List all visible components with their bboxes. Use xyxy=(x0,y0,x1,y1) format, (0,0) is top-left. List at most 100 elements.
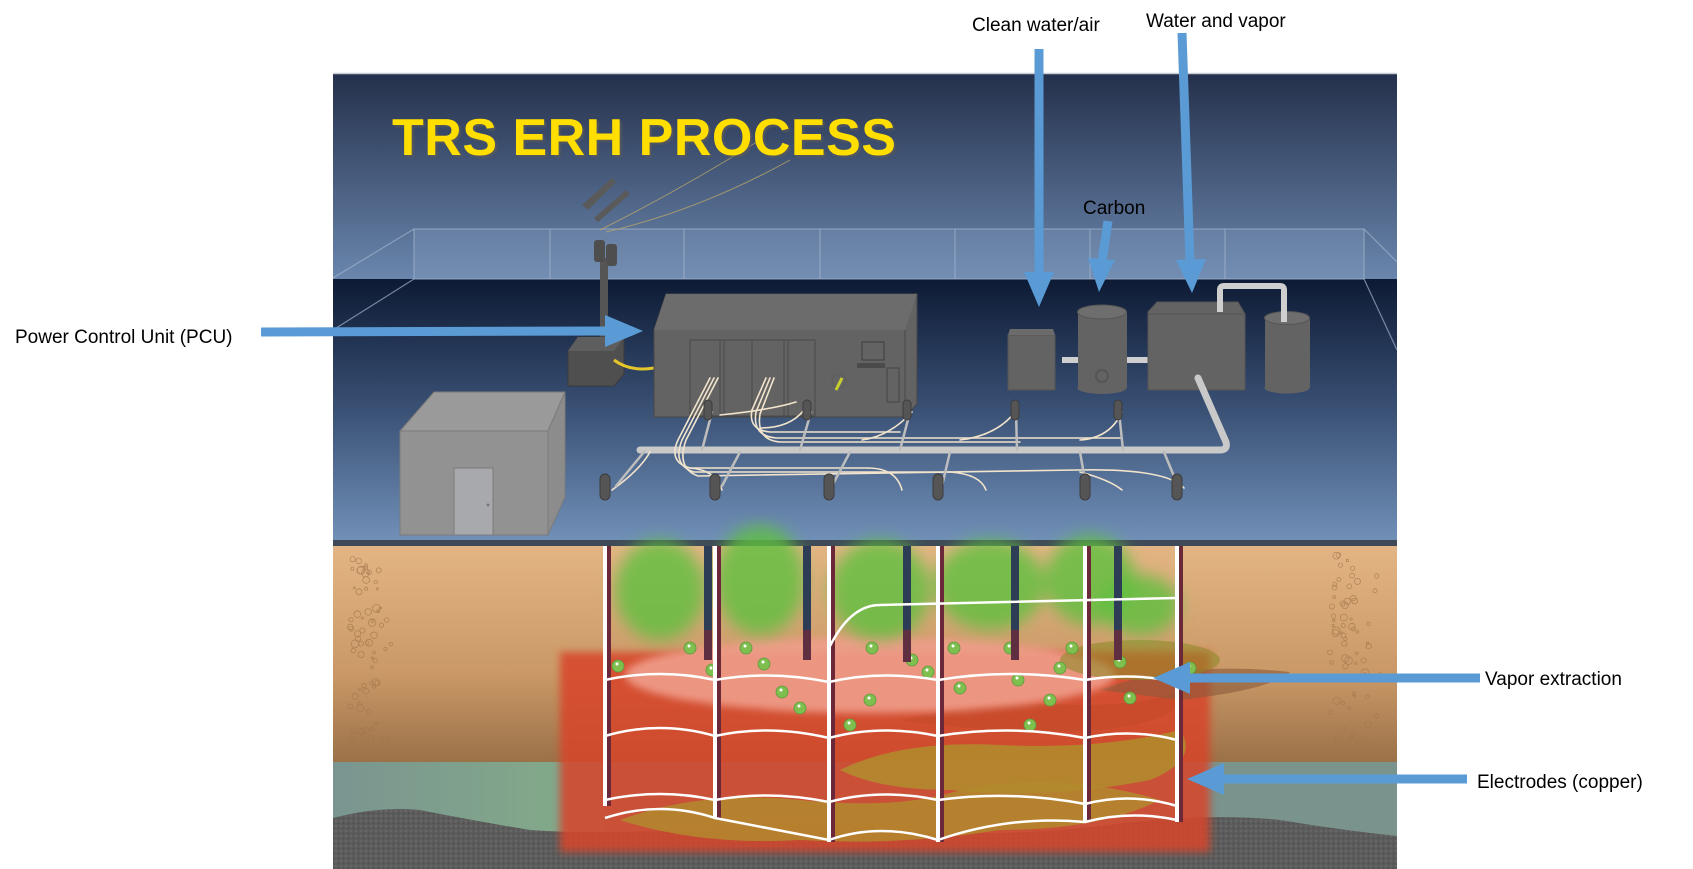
vapor-well-screen xyxy=(704,630,712,660)
soil-pebble xyxy=(1330,613,1337,619)
electrode-copper-edge xyxy=(1087,546,1091,822)
soil-pebble xyxy=(348,625,355,632)
soil-pebble xyxy=(374,679,381,687)
electrode xyxy=(936,546,940,842)
label-water-and-vapor: Water and vapor xyxy=(1146,11,1286,32)
electrode-copper-edge xyxy=(831,546,835,842)
soil-pebble xyxy=(1332,696,1341,705)
vapor-plume xyxy=(715,525,805,635)
soil-pebble xyxy=(1341,654,1350,663)
vapor-extraction-well xyxy=(803,546,811,660)
vapor-bubble xyxy=(1123,691,1137,705)
soil-pebble xyxy=(372,657,378,664)
soil-pebble xyxy=(1327,649,1333,656)
sky xyxy=(333,72,1397,279)
soil-pebble xyxy=(1353,577,1361,585)
carbon-arrowhead xyxy=(1088,258,1115,292)
bubble-highlight xyxy=(1007,644,1011,648)
soil-pebble xyxy=(357,651,365,659)
soil-pebble xyxy=(1331,584,1338,591)
vapor-wellheads xyxy=(703,399,1123,421)
soil-pebble xyxy=(352,586,356,590)
electrode-wellhead xyxy=(709,473,721,501)
soil-pebble xyxy=(1371,742,1377,748)
vapor-extraction-well xyxy=(1114,546,1122,660)
soil-pebble xyxy=(1332,626,1341,635)
electrode xyxy=(603,546,607,806)
soil-pebble xyxy=(375,587,379,591)
soil-pebble xyxy=(356,704,365,713)
bubble-highlight xyxy=(743,644,747,648)
soil-pebble xyxy=(367,735,374,742)
bubble-highlight xyxy=(709,666,713,670)
soil-pebble xyxy=(349,731,357,739)
vapor-well-screen xyxy=(903,630,911,662)
piping-manifold xyxy=(611,374,1230,491)
soil-pebble xyxy=(354,635,362,642)
soil-pebble xyxy=(1348,622,1356,631)
electrode-copper-edge xyxy=(607,546,611,806)
soil-pebble xyxy=(1336,577,1342,582)
soil-pebble xyxy=(361,682,367,689)
bubble-highlight xyxy=(1069,644,1073,648)
vapor-bubble xyxy=(757,657,771,671)
vapor-bubble xyxy=(739,641,753,655)
soil-pebble xyxy=(348,617,354,623)
pcu-arrowhead xyxy=(605,315,643,347)
soil-pebble xyxy=(1360,737,1366,743)
soil-pebble xyxy=(1349,617,1353,621)
bubble-highlight xyxy=(1057,664,1061,668)
vapor-bubble xyxy=(863,693,877,707)
soil-pebble xyxy=(1342,726,1347,730)
electrode-cables xyxy=(604,596,1178,842)
soil-pebble xyxy=(1332,595,1336,599)
bubble-highlight xyxy=(1027,721,1031,725)
building xyxy=(398,391,566,536)
bubble-highlight xyxy=(925,668,929,672)
soil-pebble xyxy=(371,603,381,613)
soil-pebble xyxy=(355,557,362,565)
soil-pebble xyxy=(347,703,354,710)
electrode-wellheads xyxy=(599,473,1183,501)
vapor-bubble xyxy=(1023,718,1037,732)
vapor-bubble xyxy=(793,701,807,715)
soil-pebble xyxy=(1346,583,1353,590)
soil-pebble xyxy=(1339,600,1346,607)
soil-pebble xyxy=(370,631,378,639)
soil-pebble xyxy=(375,567,382,574)
soil-pebble xyxy=(350,647,356,654)
soil-pebble xyxy=(1340,631,1344,635)
soil-pebble xyxy=(364,640,370,646)
soil-pebble xyxy=(1340,746,1349,755)
soil-pebble xyxy=(1329,660,1334,665)
vapor-bubble xyxy=(1043,693,1057,707)
vapor-extraction-well xyxy=(704,546,712,660)
soil-pebble xyxy=(357,727,365,736)
soil-pebble xyxy=(362,726,369,733)
soil-pebble xyxy=(1329,603,1335,610)
soil-pebble xyxy=(384,617,390,623)
soil-pebble xyxy=(383,646,388,652)
soil-pebble xyxy=(1351,626,1356,632)
clean-water-arrowhead xyxy=(1024,272,1054,307)
vapor-wellhead xyxy=(1113,399,1123,421)
soil-pebble xyxy=(1351,691,1356,696)
soil-pebble xyxy=(1347,706,1352,710)
soil-pebble xyxy=(351,738,356,743)
electrode-wellhead xyxy=(932,473,944,501)
soil-pebble xyxy=(1352,743,1361,752)
electrode-copper-edge xyxy=(940,546,944,842)
soil-pebble xyxy=(1350,565,1356,571)
soil-pebble xyxy=(1350,736,1354,740)
soil-pebble xyxy=(1365,641,1370,645)
soil-pebble xyxy=(349,556,356,563)
vapor-bubble xyxy=(1053,661,1067,675)
bubble-highlight xyxy=(615,662,619,666)
electrodes-arrowhead xyxy=(1187,763,1224,795)
carbon-arrow xyxy=(1097,220,1113,263)
soil-pebble xyxy=(351,692,359,700)
soil-pebble xyxy=(354,630,362,638)
soil-pebble xyxy=(376,609,381,614)
bubble-highlight xyxy=(847,721,851,725)
soil-pebble xyxy=(360,616,364,620)
